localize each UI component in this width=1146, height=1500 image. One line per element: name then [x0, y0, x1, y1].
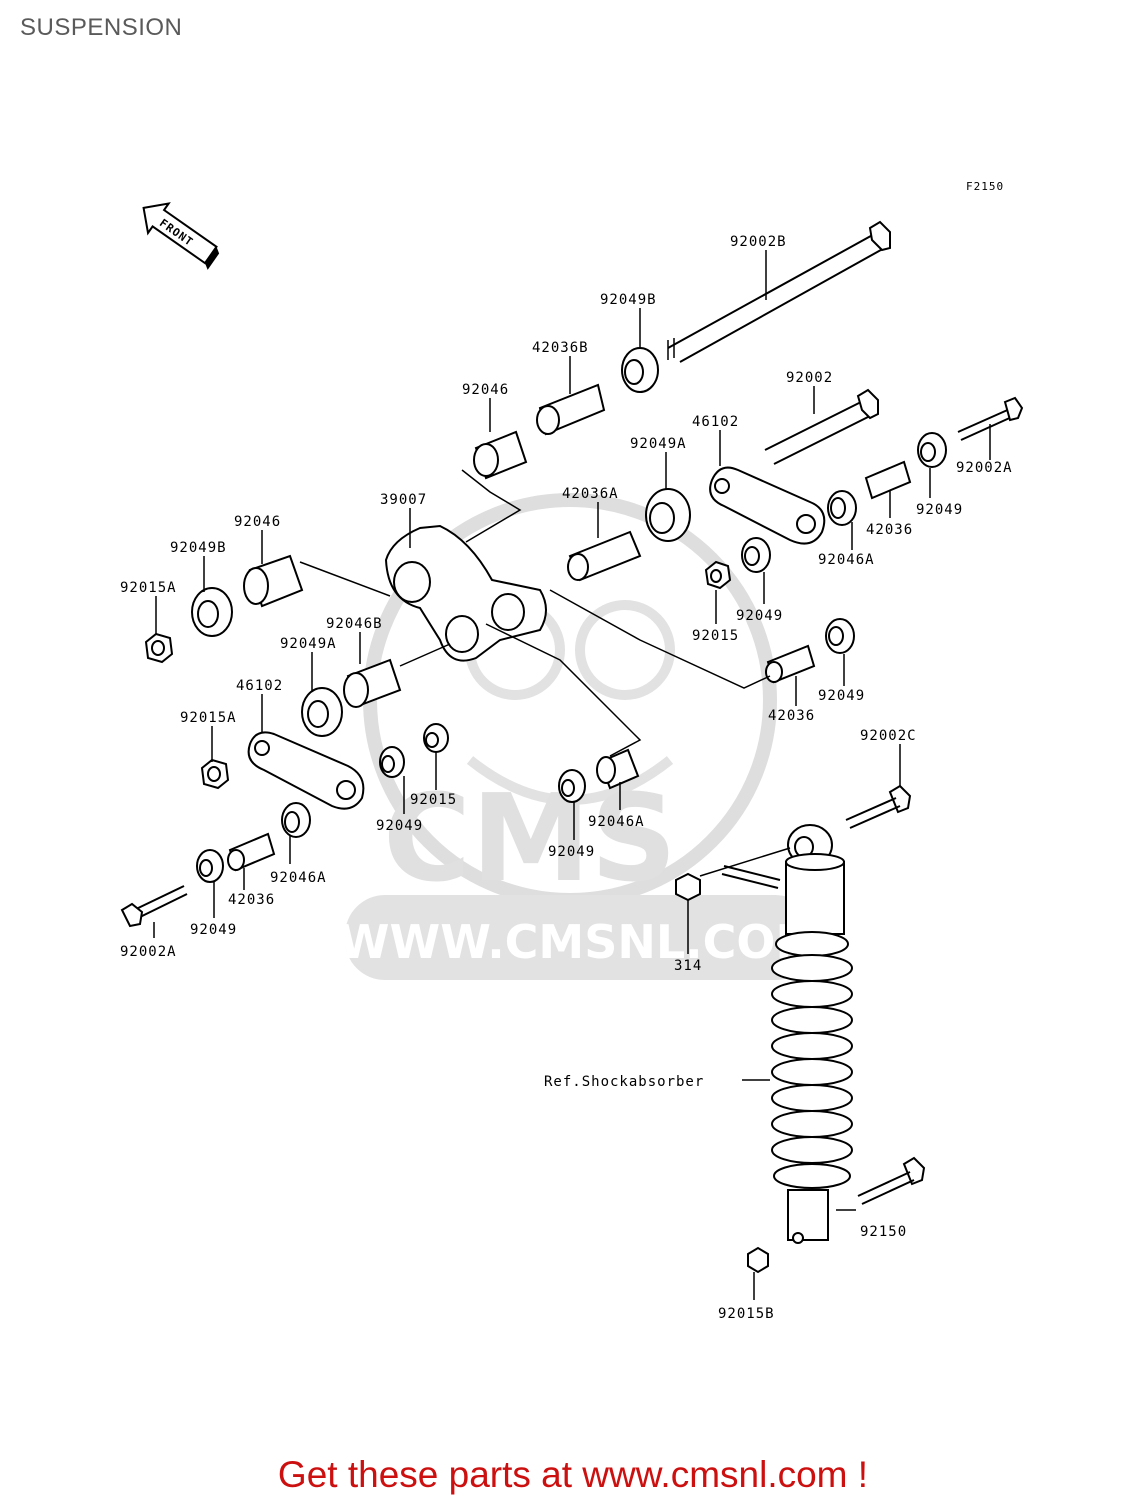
bolt-92002a-right — [957, 396, 1024, 441]
part-labels: 92002B 92049B 42036B 92046 92002 46102 9… — [120, 234, 1013, 1322]
part-label: 92002C — [860, 728, 917, 744]
part-label: 92049 — [548, 844, 595, 860]
part-label: 92015 — [410, 792, 457, 808]
part-label: 92015B — [718, 1306, 775, 1322]
collar-92049a-center — [645, 488, 691, 542]
sleeve-42036a — [567, 530, 642, 582]
nut-92015-center — [423, 723, 449, 753]
watermark-brand: CMS — [383, 770, 677, 909]
collar-92049b-left — [191, 587, 233, 637]
collar-92049-lower-right — [825, 618, 855, 654]
watermark-url: WWW.CMSNL.COM — [339, 915, 822, 969]
part-label: 92150 — [860, 1224, 907, 1240]
nut-92015a-upper — [144, 632, 174, 664]
shock-absorber — [675, 784, 926, 1274]
part-label: 92002A — [120, 944, 177, 960]
part-label: 92049A — [280, 636, 337, 652]
part-label: 92049 — [190, 922, 237, 938]
part-label: 46102 — [236, 678, 283, 694]
nut-92015a-lower — [200, 758, 230, 790]
part-label: 92002B — [730, 234, 787, 250]
part-label: 92049 — [736, 608, 783, 624]
nut-92015-mid — [704, 560, 732, 590]
part-label: 92046 — [234, 514, 281, 530]
axle-92002b — [667, 220, 891, 363]
part-label: 92049B — [170, 540, 227, 556]
collar-92049a-left — [301, 687, 343, 737]
part-label: 92049 — [818, 688, 865, 704]
part-label: 42036B — [532, 340, 589, 356]
part-label: 92046 — [462, 382, 509, 398]
part-label: 42036 — [228, 892, 275, 908]
bearing-92046b — [343, 658, 402, 708]
page-title: SUSPENSION — [20, 14, 183, 41]
part-label: 92002 — [786, 370, 833, 386]
part-label: 92046A — [588, 814, 645, 830]
collar-92049-left-lower — [196, 849, 224, 883]
bearing-92046a-center — [596, 748, 640, 790]
front-arrow-icon: FRONT — [142, 202, 220, 270]
bearing-92046-upper — [473, 430, 528, 480]
part-label: 92049A — [630, 436, 687, 452]
part-label: 92015A — [180, 710, 237, 726]
part-label: 92046B — [326, 616, 383, 632]
collar-92049-center-right — [558, 769, 586, 803]
sleeve-42036b — [536, 383, 606, 436]
tie-rod-46102-right — [709, 466, 826, 545]
bearing-92046a-left — [281, 802, 311, 838]
leader-lines — [153, 250, 991, 1300]
part-label: 314 — [674, 958, 702, 974]
part-label: 92049B — [600, 292, 657, 308]
part-label: 42036 — [768, 708, 815, 724]
part-label: 42036A — [562, 486, 619, 502]
collar-92049b-upper — [621, 347, 659, 393]
part-label: Ref.Shockabsorber — [544, 1074, 704, 1090]
sleeve-42036-left — [227, 832, 276, 872]
footer-cta[interactable]: Get these parts at www.cmsnl.com ! — [277, 1454, 869, 1495]
collar-92049-right — [917, 432, 947, 468]
part-label: 92015A — [120, 580, 177, 596]
axle-92002 — [764, 388, 879, 465]
figure-code: F2150 — [966, 180, 1004, 193]
tie-rod-46102-left — [247, 731, 365, 810]
sleeve-42036-lower-right — [765, 644, 816, 684]
collar-92049-center-left — [379, 746, 405, 778]
part-label: 39007 — [380, 492, 427, 508]
part-label: 92046A — [270, 870, 327, 886]
sleeve-42036-right — [864, 460, 912, 500]
part-label: 92049 — [376, 818, 423, 834]
collar-92049-mid — [741, 537, 771, 573]
rocker-arm-39007 — [384, 524, 547, 662]
part-label: 92015 — [692, 628, 739, 644]
part-label: 42036 — [866, 522, 913, 538]
part-label: 46102 — [692, 414, 739, 430]
bolt-92002a-left — [120, 885, 188, 928]
bearing-92046-left — [243, 554, 304, 608]
part-label: 92046A — [818, 552, 875, 568]
part-label: 92002A — [956, 460, 1013, 476]
bearing-92046a-right — [827, 490, 857, 526]
part-label: 92049 — [916, 502, 963, 518]
spring — [771, 931, 853, 1189]
